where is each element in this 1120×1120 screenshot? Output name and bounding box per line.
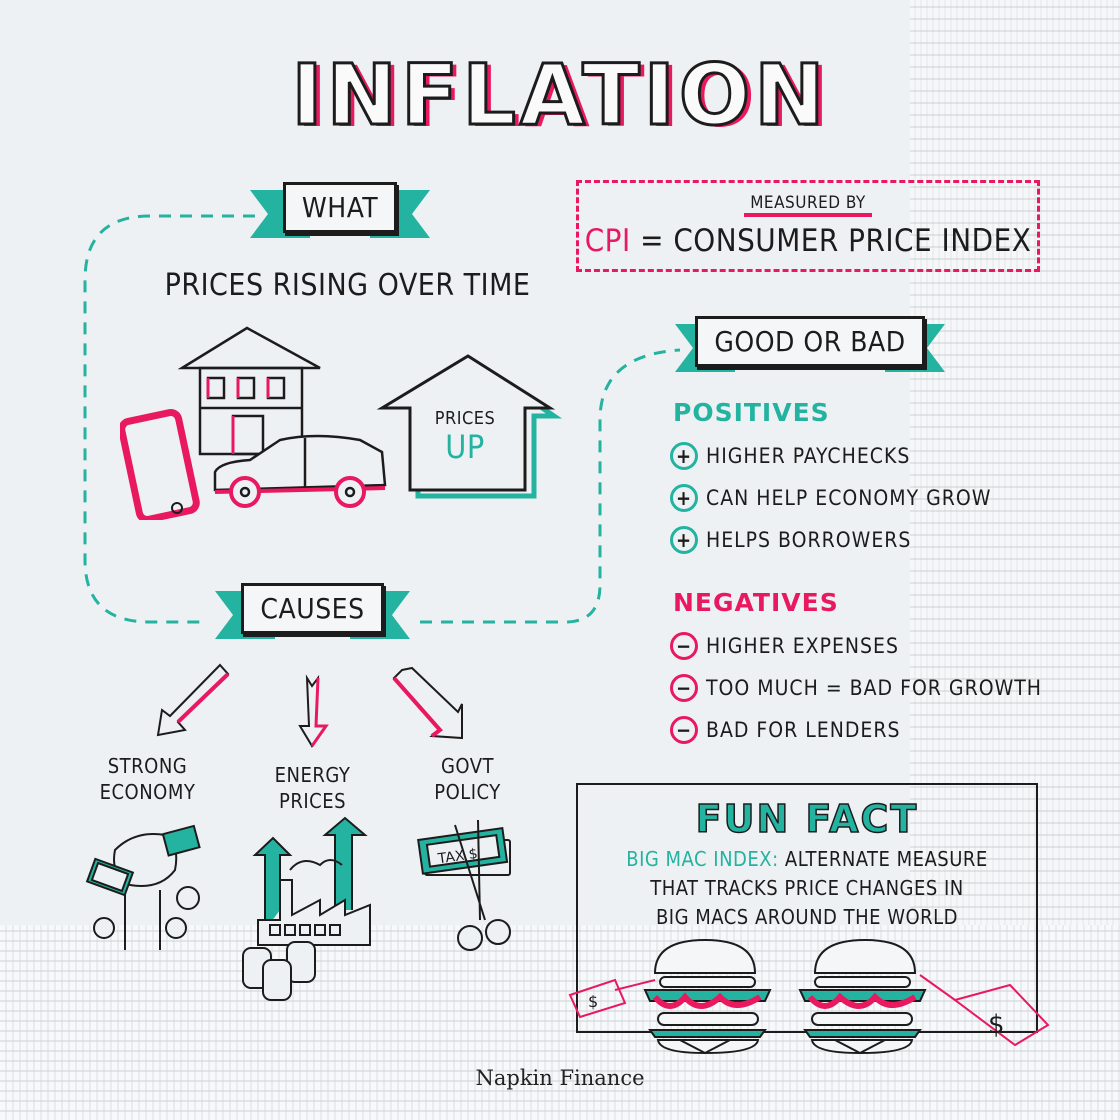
minus-circle-icon: − xyxy=(670,716,698,744)
positives-list: + HIGHER PAYCHECKS + CAN HELP ECONOMY GR… xyxy=(670,435,991,561)
what-illustration xyxy=(120,326,563,520)
positive-item-text: CAN HELP ECONOMY GROW xyxy=(706,486,992,510)
fun-fact-title: FUN FACT xyxy=(695,796,919,842)
minus-circle-icon: − xyxy=(670,674,698,702)
positive-item-text: HELPS BORROWERS xyxy=(706,528,912,552)
negative-item-text: HIGHER EXPENSES xyxy=(706,634,899,658)
fun-fact-box: FUN FACT BIG MAC INDEX: ALTERNATE MEASUR… xyxy=(576,783,1038,1033)
cause-govt-policy: GOVT POLICY xyxy=(410,753,525,805)
napkin-texture-bottom xyxy=(0,925,1120,1120)
negative-item-text: TOO MUCH = BAD FOR GROWTH xyxy=(706,676,1043,700)
positives-heading: POSITIVES xyxy=(673,398,830,427)
inflation-definition: PRICES RISING OVER TIME xyxy=(164,268,531,303)
car-icon xyxy=(213,434,387,508)
cpi-acronym: CPI xyxy=(584,223,631,259)
arrow-down-icon xyxy=(298,674,329,748)
minus-circle-icon: − xyxy=(670,632,698,660)
title-text: INFLATION xyxy=(290,45,829,146)
positive-item-text: HIGHER PAYCHECKS xyxy=(706,444,911,468)
burgers-illustration: $ $ xyxy=(568,938,1050,1055)
measured-by-label: MEASURED BY xyxy=(579,193,1037,217)
cause-energy-prices: ENERGY PRICES xyxy=(255,762,370,814)
measured-by-text: MEASURED BY xyxy=(744,193,872,217)
brand-footer: Napkin Finance xyxy=(475,1066,645,1090)
list-item: − TOO MUCH = BAD FOR GROWTH xyxy=(670,667,1042,709)
arrow-down-right-icon xyxy=(392,666,463,740)
page-title: INFLATION xyxy=(290,45,826,146)
negatives-list: − HIGHER EXPENSES − TOO MUCH = BAD FOR G… xyxy=(670,625,1042,751)
house-icon xyxy=(177,326,321,456)
ribbon-what: WHAT xyxy=(250,172,430,242)
negative-item-text: BAD FOR LENDERS xyxy=(706,718,901,742)
tax-scissors-icon: TAX $ xyxy=(417,819,511,951)
cause-line2: POLICY xyxy=(434,780,501,804)
cause-line2: PRICES xyxy=(278,789,346,813)
cause-line2: ECONOMY xyxy=(99,780,196,804)
fun-fact-line1: BIG MAC INDEX: ALTERNATE MEASURE xyxy=(578,845,1036,874)
fun-fact-text: BIG MAC INDEX: ALTERNATE MEASURE THAT TR… xyxy=(578,845,1036,932)
cause-illustrations: TAX $ xyxy=(85,816,511,1001)
ribbon-good-or-bad: GOOD OR BAD xyxy=(675,306,945,376)
price-tag-right: $ xyxy=(988,1010,1005,1040)
fist-money-icon xyxy=(85,824,201,950)
burger-icon-right: $ xyxy=(798,938,1050,1055)
factory-barrels-icon xyxy=(242,816,371,1001)
plus-circle-icon: + xyxy=(670,484,698,512)
fun-fact-text-line1: ALTERNATE MEASURE xyxy=(784,847,988,871)
up-label: UP xyxy=(445,428,485,466)
list-item: + HIGHER PAYCHECKS xyxy=(670,435,991,477)
cpi-box: MEASURED BY CPI = CONSUMER PRICE INDEX xyxy=(576,180,1040,272)
plus-circle-icon: + xyxy=(670,442,698,470)
equals-sign: = xyxy=(640,223,664,259)
cpi-expansion: CONSUMER PRICE INDEX xyxy=(673,223,1032,259)
arrow-down-left-icon xyxy=(156,663,230,737)
big-mac-index-label: BIG MAC INDEX: xyxy=(626,847,779,871)
fun-fact-text-line3: BIG MACS AROUND THE WORLD xyxy=(655,905,959,929)
prices-up-arrow-icon xyxy=(376,354,563,499)
svg-text:TAX $: TAX $ xyxy=(436,846,479,868)
negatives-heading: NEGATIVES xyxy=(673,588,839,617)
cause-line1: GOVT xyxy=(440,754,495,778)
list-item: − BAD FOR LENDERS xyxy=(670,709,1042,751)
ribbon-causes: CAUSES xyxy=(215,573,410,643)
list-item: − HIGHER EXPENSES xyxy=(670,625,1042,667)
cause-strong-economy: STRONG ECONOMY xyxy=(90,753,205,805)
fun-fact-text-line2: THAT TRACKS PRICE CHANGES IN xyxy=(650,876,964,900)
prices-label: PRICES xyxy=(434,408,496,429)
list-item: + CAN HELP ECONOMY GROW xyxy=(670,477,991,519)
phone-icon xyxy=(120,409,200,520)
price-tag-left: $ xyxy=(588,992,598,1011)
ribbon-what-label: WHAT xyxy=(282,181,398,233)
burger-icon-left: $ xyxy=(568,938,772,1055)
ribbon-causes-label: CAUSES xyxy=(241,582,384,634)
cpi-definition: CPI = CONSUMER PRICE INDEX xyxy=(579,223,1037,259)
napkin-texture-right xyxy=(910,0,1120,930)
cause-line1: STRONG xyxy=(107,754,188,778)
list-item: + HELPS BORROWERS xyxy=(670,519,991,561)
plus-circle-icon: + xyxy=(670,526,698,554)
cause-arrows xyxy=(156,663,463,748)
cause-line1: ENERGY xyxy=(274,763,351,787)
ribbon-good-or-bad-label: GOOD OR BAD xyxy=(695,315,925,367)
